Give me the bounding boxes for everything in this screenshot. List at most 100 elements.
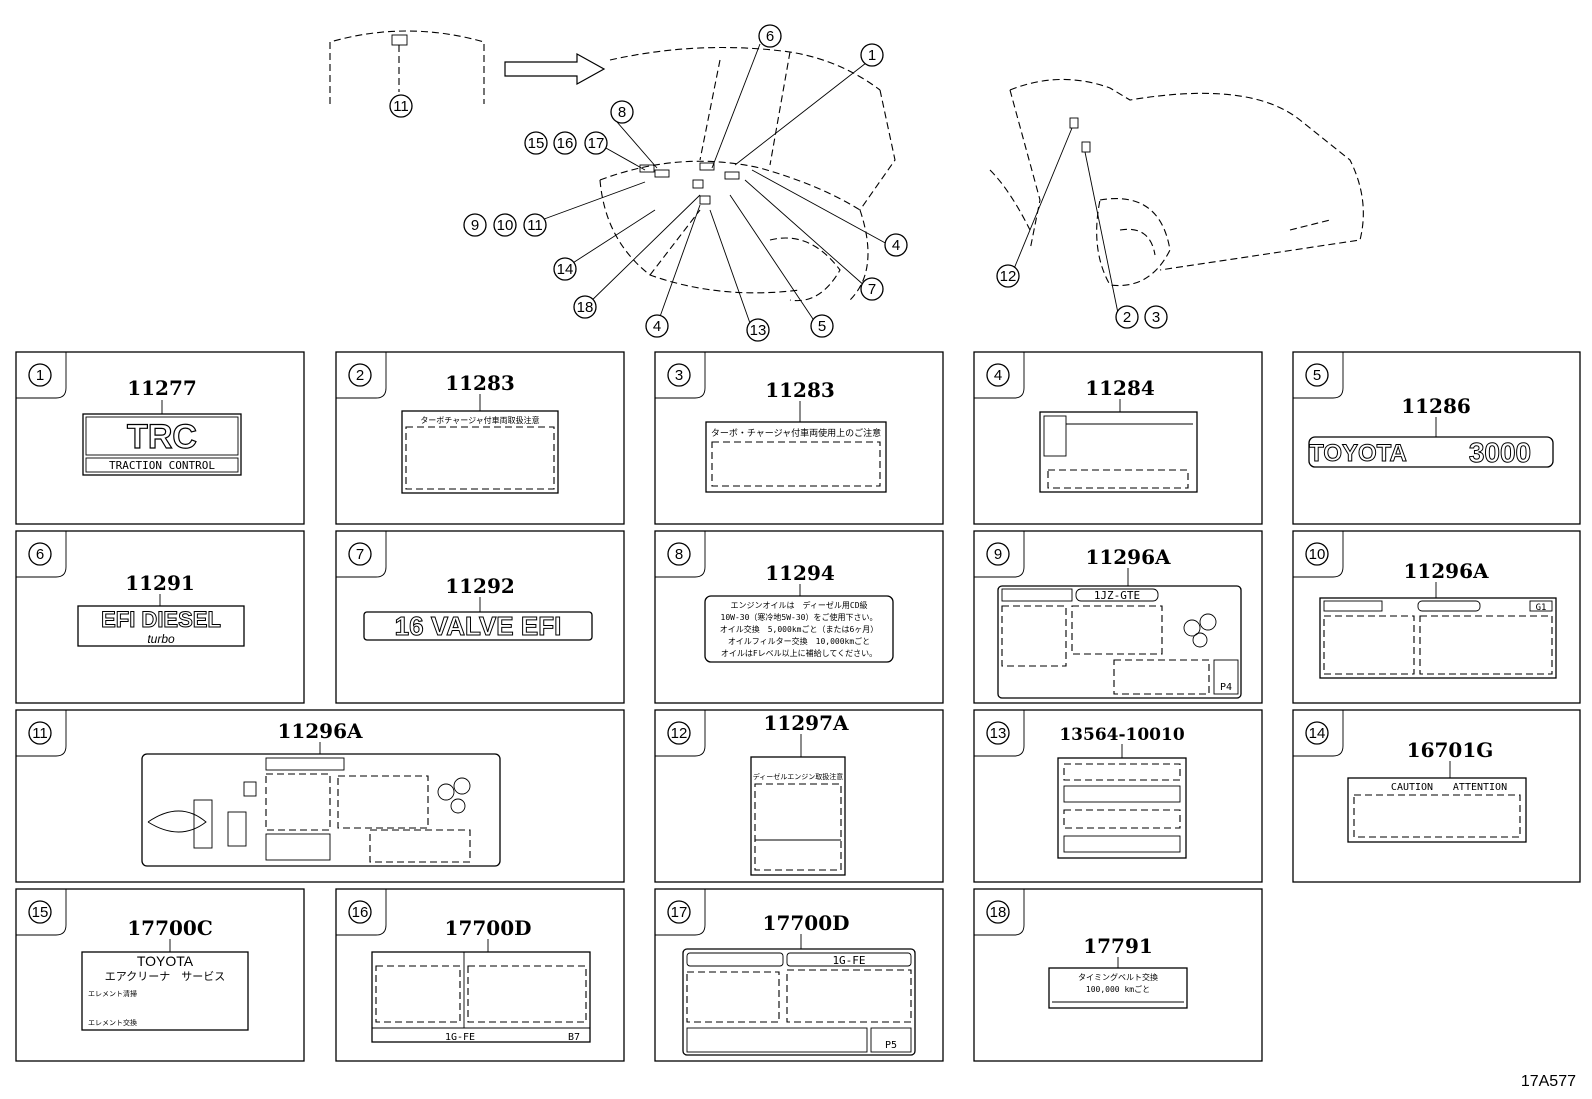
part-number: 17700D [763, 911, 850, 935]
label-text: 16 VALVE EFI [395, 611, 562, 641]
label-text: ATTENTION [1453, 782, 1507, 793]
label-text: TRC [127, 418, 197, 456]
overview-callout: 15 [524, 131, 548, 155]
panel-callout: 1 [36, 367, 44, 384]
label-text: turbo [147, 632, 175, 646]
overview-callout: 17 [584, 131, 608, 155]
panel-callout: 4 [994, 367, 1002, 384]
panel-6: 6 11291 EFI DIESEL turbo [15, 530, 305, 704]
overview-callout: 13 [746, 318, 770, 342]
overview-callout: 5 [810, 314, 834, 338]
panel-13: 13 13564-10010 [973, 709, 1263, 883]
svg-text:9: 9 [471, 217, 479, 234]
label-text: エアクリーナ サービス [105, 970, 225, 983]
part-number: 11297A [763, 711, 849, 735]
overview-callout: 3 [1144, 305, 1168, 329]
svg-text:4: 4 [892, 237, 900, 254]
part-number: 17700C [127, 916, 213, 940]
label-text: ディーゼルエンジン取扱注意 [753, 772, 844, 781]
arrow-right-icon [504, 52, 606, 86]
panel-8: 8 11294 エンジンオイルは ディーゼル用CD級 10W-30（寒冷地5W-… [654, 530, 944, 704]
panel-10: 10 11296A G1 [1292, 530, 1581, 704]
leader-lines [535, 43, 1120, 327]
panel-callout: 3 [675, 367, 683, 384]
label-text: B7 [568, 1032, 580, 1043]
part-number: 11292 [445, 574, 515, 598]
panel-5: 5 11286 TOYOTA 3000 [1292, 351, 1581, 525]
svg-text:3: 3 [1152, 309, 1160, 326]
svg-text:11: 11 [527, 217, 543, 234]
engine-bay-sketch [599, 46, 896, 302]
label-text: オイル交換 5,000kmごと（または6ヶ月） [720, 624, 879, 634]
label-text: EFI DIESEL [101, 607, 221, 632]
overview-callout: 16 [553, 131, 577, 155]
label-text: 10W-30（寒冷地5W-30）をご使用下さい。 [721, 612, 878, 622]
part-number: 11296A [1403, 559, 1489, 583]
panel-callout: 5 [1313, 367, 1321, 384]
figure-id: 17A577 [1520, 1073, 1576, 1090]
part-number: 11296A [277, 719, 363, 743]
panel-3: 3 11283 ターボ・チャージャ付車両使用上のご注意 [654, 351, 944, 525]
label-text: 1JZ-GTE [1094, 589, 1140, 602]
label-text: ターボチャージャ付車両取扱注意 [420, 415, 539, 425]
svg-text:17: 17 [588, 135, 605, 152]
overview-callout: 9 [463, 213, 487, 237]
label-text: CAUTION [1391, 782, 1433, 793]
label-text: 1G-FE [832, 954, 865, 967]
label-text: エレメント清掃 [88, 989, 137, 998]
overview-callout: 4 [645, 314, 669, 338]
panel-4: 4 11284 [973, 351, 1263, 525]
part-number: 11294 [765, 561, 835, 585]
label-text: オイルはFレベル以上に補給してください。 [721, 648, 877, 658]
panel-callout: 6 [36, 546, 44, 563]
label-text: 1G-FE [445, 1032, 475, 1043]
panel-callout: 8 [675, 546, 683, 563]
panel-12: 12 11297A ディーゼルエンジン取扱注意 [654, 709, 944, 883]
label-text: エンジンオイルは ディーゼル用CD級 [730, 600, 867, 610]
label-text: エレメント交換 [88, 1018, 137, 1027]
part-number: 11291 [125, 571, 195, 595]
overview-callout: 8 [610, 100, 634, 124]
overview-callout: 4 [884, 233, 908, 257]
overview-callout: 10 [493, 213, 517, 237]
svg-text:14: 14 [557, 261, 574, 278]
overview-callout: 18 [573, 295, 597, 319]
svg-text:11: 11 [393, 98, 409, 115]
panel-1: 1 11277 TRC TRACTION CONTROL [15, 351, 305, 525]
overview-callout: 14 [553, 257, 577, 281]
panel-2: 2 11283 ターボチャージャ付車両取扱注意 [335, 351, 625, 525]
svg-text:16: 16 [557, 135, 574, 152]
overview-callout: 11 [523, 213, 547, 237]
svg-text:15: 15 [528, 135, 545, 152]
part-number: 11286 [1401, 394, 1471, 418]
overview-callout: 2 [1115, 305, 1139, 329]
svg-text:12: 12 [1000, 268, 1017, 285]
label-text: TOYOTA [1309, 440, 1407, 467]
label-text: ターボ・チャージャ付車両使用上のご注意 [711, 427, 881, 439]
part-number: 13564-10010 [1059, 725, 1185, 745]
overview-callout: 7 [860, 277, 884, 301]
panel-callout: 7 [356, 546, 364, 563]
panel-callout: 2 [356, 367, 364, 384]
part-number: 11283 [445, 371, 515, 395]
panel-callout: 14 [1309, 725, 1326, 742]
part-number: 17700D [445, 916, 532, 940]
panel-14: 14 16701G CAUTION ATTENTION [1292, 709, 1581, 883]
svg-text:10: 10 [497, 217, 514, 234]
label-text: 3000 [1469, 437, 1531, 468]
panel-callout: 11 [32, 725, 48, 742]
svg-text:2: 2 [1123, 309, 1131, 326]
overview-callout: 6 [758, 24, 782, 48]
panel-17: 17 17700D 1G-FE P5 [654, 888, 944, 1062]
svg-text:1: 1 [868, 47, 876, 64]
part-number: 17791 [1083, 934, 1153, 958]
panel-callout: 13 [990, 725, 1007, 742]
panel-callout: 16 [352, 904, 369, 921]
panel-9: 9 11296A 1JZ-GTE P4 [973, 530, 1263, 704]
panel-callout: 17 [671, 904, 688, 921]
part-number: 11284 [1085, 376, 1155, 400]
overview-callout: 11 [389, 94, 413, 118]
label-text: P4 [1220, 682, 1232, 693]
label-text: TRACTION CONTROL [109, 459, 215, 472]
windshield-detail [329, 30, 485, 104]
